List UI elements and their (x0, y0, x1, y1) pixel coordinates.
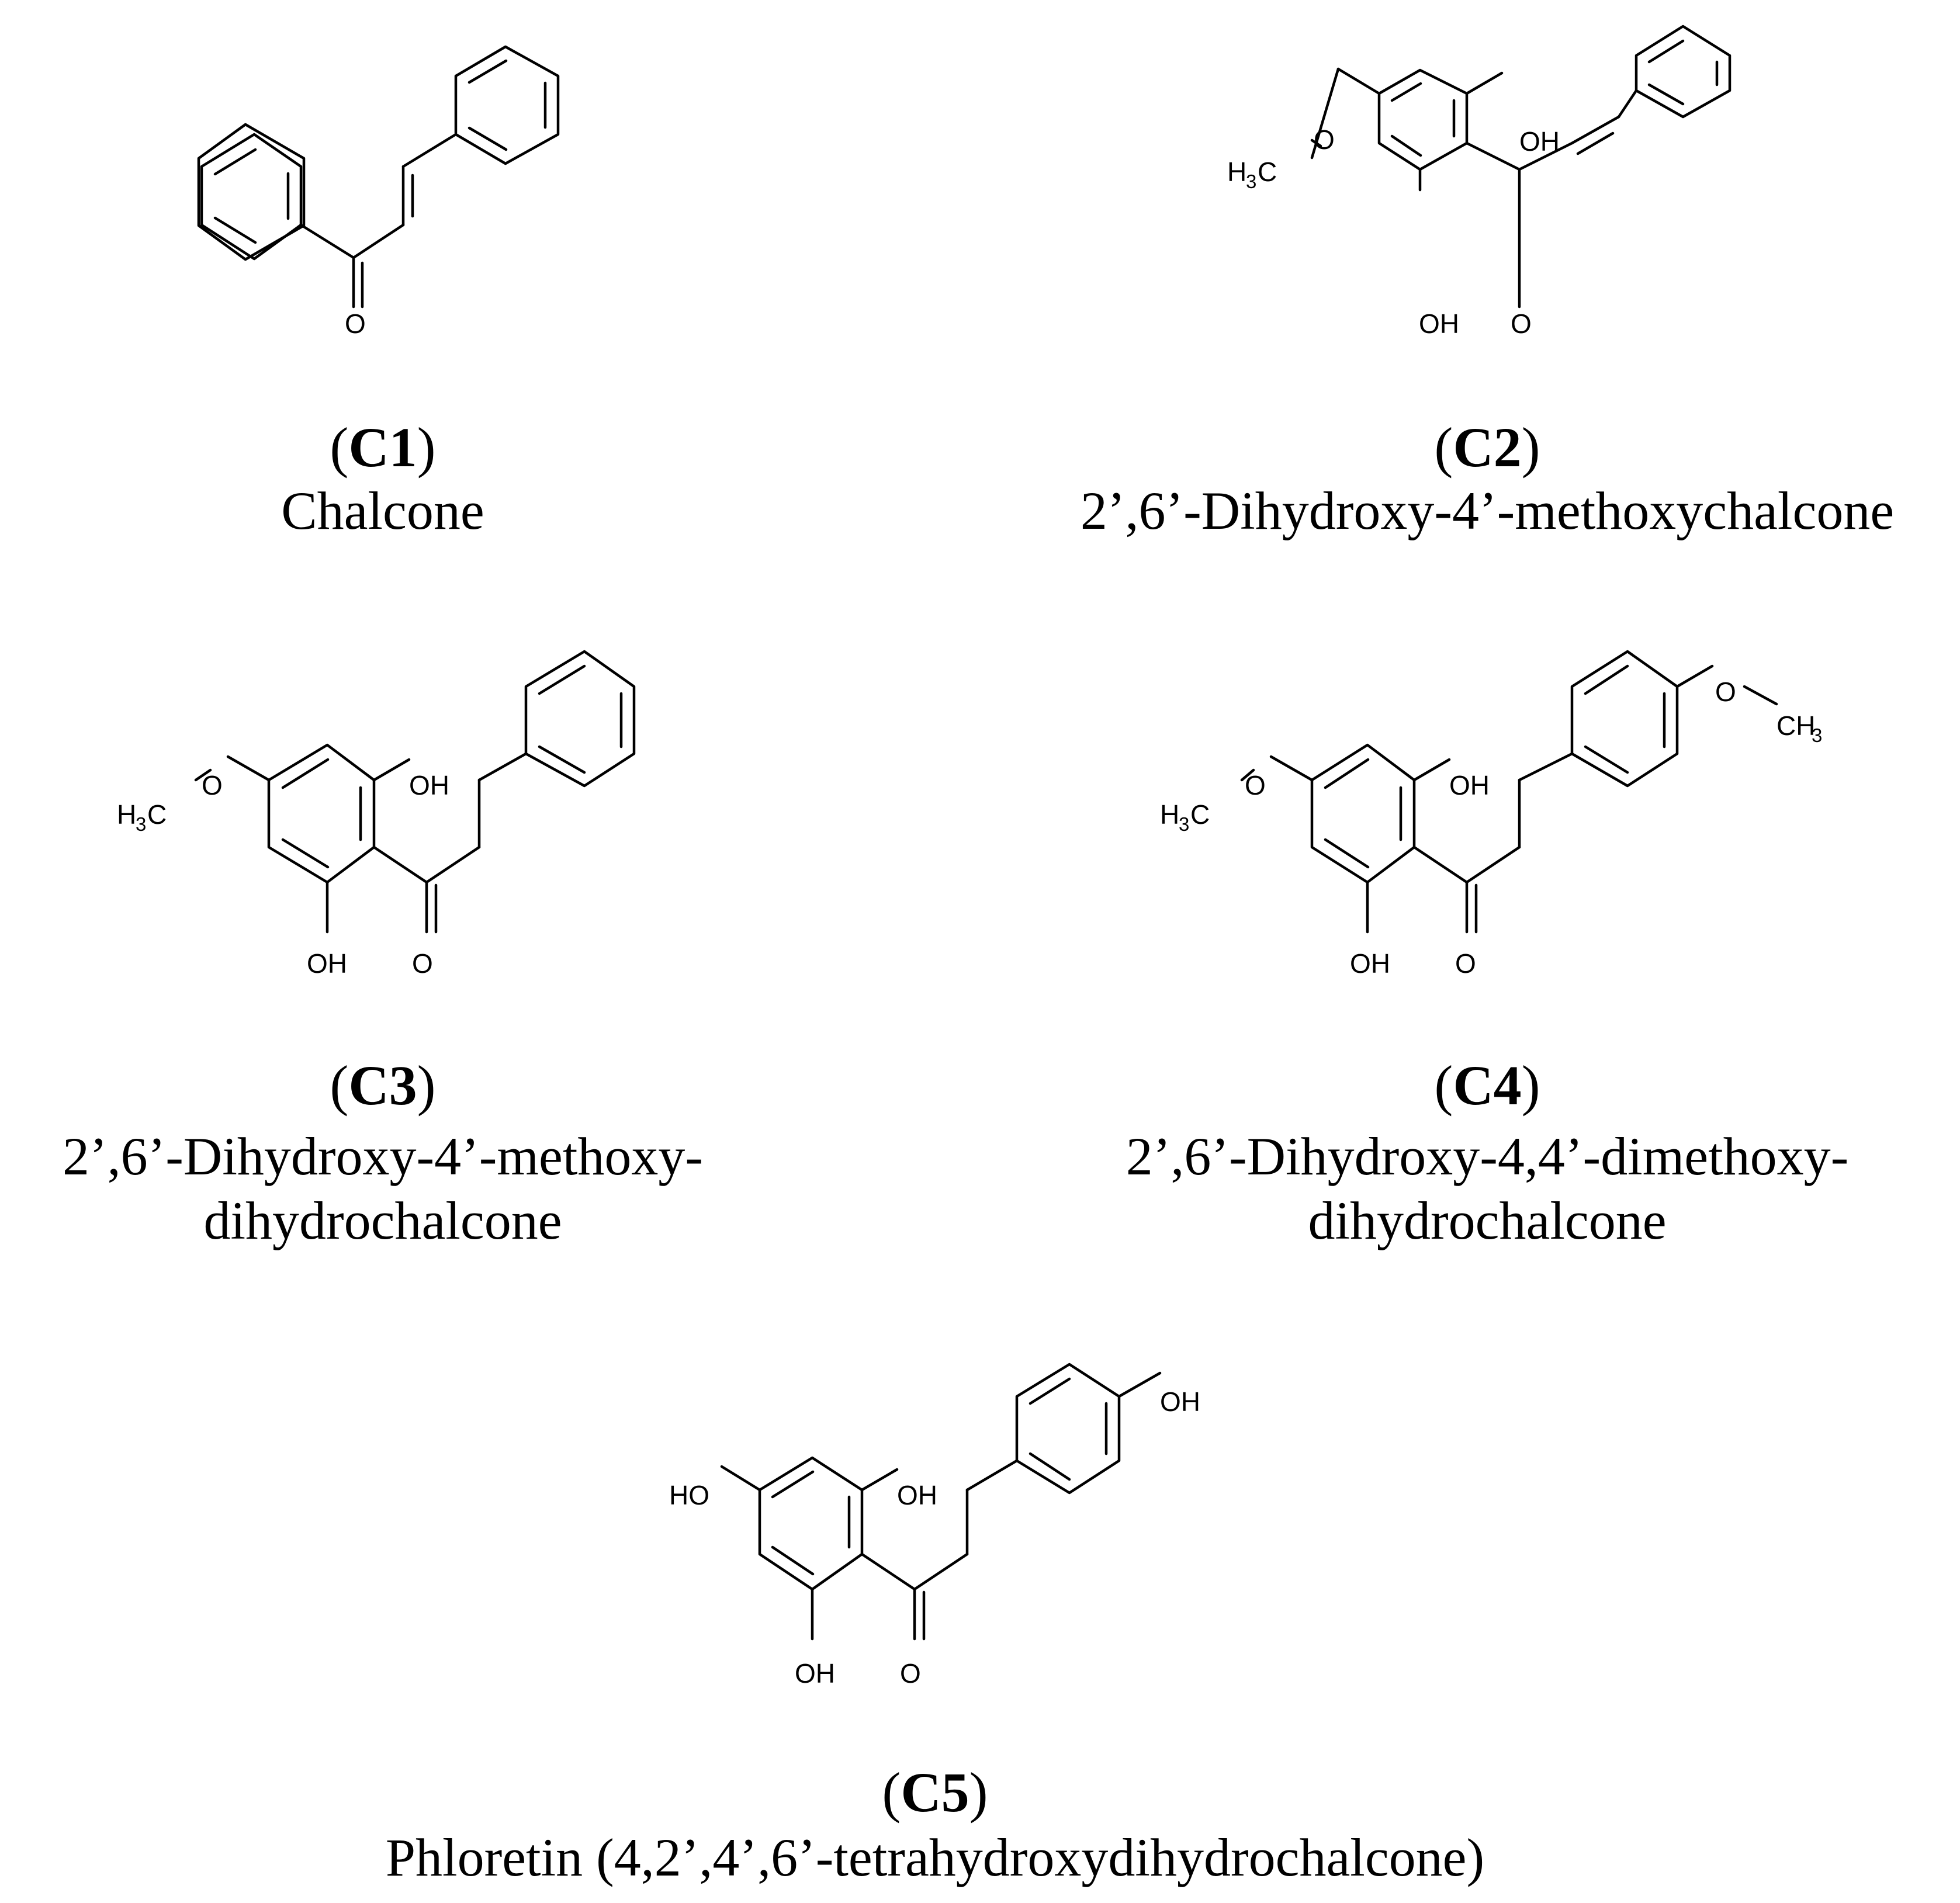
c3-oh-top: OH (409, 770, 449, 800)
compound-id: C3 (348, 1054, 417, 1117)
c2-methyl-sub: 3 (1246, 171, 1256, 192)
c4-oh-top: OH (1449, 770, 1490, 800)
compound-name-line: Phloretin (4,2’,4’,6’-tetrahydroxydihydr… (386, 1828, 1484, 1887)
caption-c1: (C1) Chalcone (281, 416, 484, 540)
compound-name-line: 2’,6’-Dihydroxy-4’-methoxy- (63, 1126, 703, 1186)
c4-oh-bottom: OH (1350, 948, 1390, 979)
c2-carbonyl-oxygen: O (1511, 308, 1532, 339)
c1-bonds (200, 45, 560, 308)
structure-c2: H 3 C O OH OH O (1227, 25, 1732, 339)
c4-methyl-sub: 3 (1179, 813, 1189, 835)
compound-id: C5 (901, 1761, 969, 1824)
c5-oh-bottom: OH (795, 1658, 835, 1689)
c2-oh-bottom: OH (1419, 308, 1459, 339)
c5-bonds (720, 1363, 1162, 1641)
c3-atom-labels: H 3 C O OH OH O (117, 770, 449, 979)
caption-c3: (C3) 2’,6’-Dihydroxy-4’-methoxy- dihydro… (63, 1054, 703, 1250)
c5-atom-labels: HO OH OH O OH (669, 1386, 1200, 1689)
caption-id: (C2) (1434, 416, 1540, 479)
c5-oh-top: OH (897, 1480, 937, 1510)
c2-methyl-c: C (1258, 157, 1277, 187)
c5-carbonyl-oxygen: O (900, 1658, 921, 1689)
c3-methoxy-oxygen: O (202, 770, 223, 800)
c2-bonds (1310, 25, 1732, 308)
c3-carbonyl-oxygen: O (412, 948, 433, 979)
compound-name-line: dihydrochalcone (1308, 1191, 1666, 1250)
caption-c2: (C2) 2’,6’-Dihydroxy-4’-methoxychalcone (1081, 416, 1894, 540)
c3-oh-bottom: OH (307, 948, 347, 979)
compound-name-line: 2’,6’-Dihydroxy-4,4’-dimethoxy- (1126, 1126, 1849, 1186)
c4-atom-labels: H 3 C O OH OH O O CH 3 (1160, 677, 1822, 979)
c5-para-oh: OH (1160, 1386, 1200, 1417)
c4-para-methyl-sub: 3 (1812, 725, 1822, 746)
caption-id: (C4) (1434, 1054, 1540, 1117)
c4-methyl-c: C (1190, 799, 1210, 830)
compound-id: C1 (348, 416, 417, 479)
c2-methyl-h: H (1227, 157, 1246, 187)
caption-id: (C5) (882, 1761, 988, 1824)
c4-para-oxygen: O (1715, 677, 1736, 707)
structure-c3: H 3 C O OH OH O (117, 650, 636, 979)
compound-id: C4 (1453, 1054, 1521, 1117)
c2-atom-labels: H 3 C O OH OH O (1227, 124, 1560, 339)
structure-c1: O (197, 45, 560, 339)
c4-carbonyl-oxygen: O (1455, 948, 1476, 979)
compound-name-line: dihydrochalcone (203, 1191, 562, 1250)
caption-id: (C3) (330, 1054, 435, 1117)
c2-methoxy-oxygen: O (1314, 124, 1335, 155)
c4-methyl-h: H (1160, 799, 1179, 830)
c3-methyl-h: H (117, 799, 136, 830)
c4-para-methyl: CH (1777, 710, 1815, 741)
structure-c4: H 3 C O OH OH O O CH 3 (1160, 650, 1822, 979)
caption-c4: (C4) 2’,6’-Dihydroxy-4,4’-dimethoxy- dih… (1126, 1054, 1849, 1250)
caption-c5: (C5) Phloretin (4,2’,4’,6’-tetrahydroxyd… (386, 1761, 1484, 1887)
c3-methyl-sub: 3 (136, 813, 146, 835)
structure-c5: HO OH OH O OH (669, 1363, 1200, 1689)
c4-bonds (1240, 650, 1778, 934)
compound-name-line: Chalcone (281, 481, 484, 540)
c1-carbonyl-oxygen: O (345, 308, 366, 339)
c2-oh-top: OH (1519, 126, 1560, 157)
caption-id: (C1) (330, 416, 435, 479)
c3-bonds (194, 650, 636, 934)
c4-methoxy-oxygen: O (1245, 770, 1266, 800)
compound-name-line: 2’,6’-Dihydroxy-4’-methoxychalcone (1081, 481, 1894, 540)
c3-methyl-c: C (147, 799, 167, 830)
c5-ho-left: HO (669, 1480, 709, 1510)
compound-id: C2 (1453, 416, 1521, 479)
